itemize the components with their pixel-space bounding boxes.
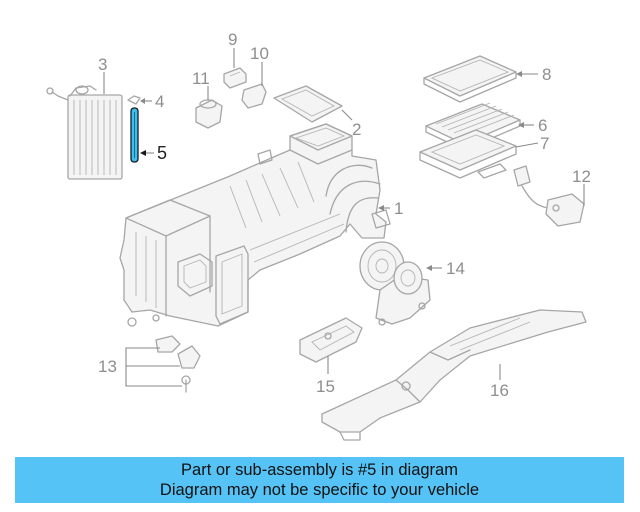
hvac-housing-part-1 xyxy=(119,123,391,327)
filter-housing-part-7 xyxy=(419,129,517,179)
parts-diagram: 3 4 5 9 10 11 2 8 6 7 12 1 14 13 15 16 xyxy=(46,30,591,441)
callout-labels: 3 4 5 9 10 11 2 8 6 7 12 1 14 13 15 16 xyxy=(98,30,591,400)
resistor-part-15 xyxy=(299,317,363,363)
callout-3: 3 xyxy=(98,55,107,74)
callout-6: 6 xyxy=(538,116,547,135)
callout-10: 10 xyxy=(250,44,269,63)
sensor-harness-part-12 xyxy=(513,165,585,227)
leader-lines xyxy=(103,48,585,387)
callout-5[interactable]: 5 xyxy=(157,143,167,163)
banner-line-disclaimer: Diagram may not be specific to your vehi… xyxy=(159,481,480,499)
sensor-part-11 xyxy=(195,99,223,129)
floor-duct-part-16 xyxy=(321,309,587,441)
callout-7: 7 xyxy=(540,134,549,153)
filter-frame-part-8 xyxy=(423,55,517,103)
banner-line-part-number: Part or sub-assembly is #5 in diagram xyxy=(181,461,458,479)
callout-2: 2 xyxy=(352,120,361,139)
callout-1: 1 xyxy=(394,199,403,218)
callout-15: 15 xyxy=(316,377,335,396)
heater-core-part xyxy=(46,85,123,180)
callout-11: 11 xyxy=(192,69,210,88)
callout-14: 14 xyxy=(446,259,465,278)
callout-9: 9 xyxy=(228,30,237,49)
actuator-part-13 xyxy=(155,335,201,393)
gasket-part-2 xyxy=(273,85,343,123)
info-banner: Part or sub-assembly is #5 in diagram Di… xyxy=(15,457,624,503)
seal-strip-part-5 xyxy=(130,107,139,163)
clip-part xyxy=(127,95,141,105)
callout-16: 16 xyxy=(490,381,509,400)
blower-motor-part-14 xyxy=(359,241,431,326)
connector-part-10 xyxy=(241,83,267,109)
callout-13: 13 xyxy=(98,357,117,376)
callout-12: 12 xyxy=(572,167,591,186)
connector-part-9 xyxy=(223,67,247,89)
air-filter-part-6 xyxy=(425,102,521,151)
callout-4: 4 xyxy=(155,92,164,111)
callout-8: 8 xyxy=(542,65,551,84)
